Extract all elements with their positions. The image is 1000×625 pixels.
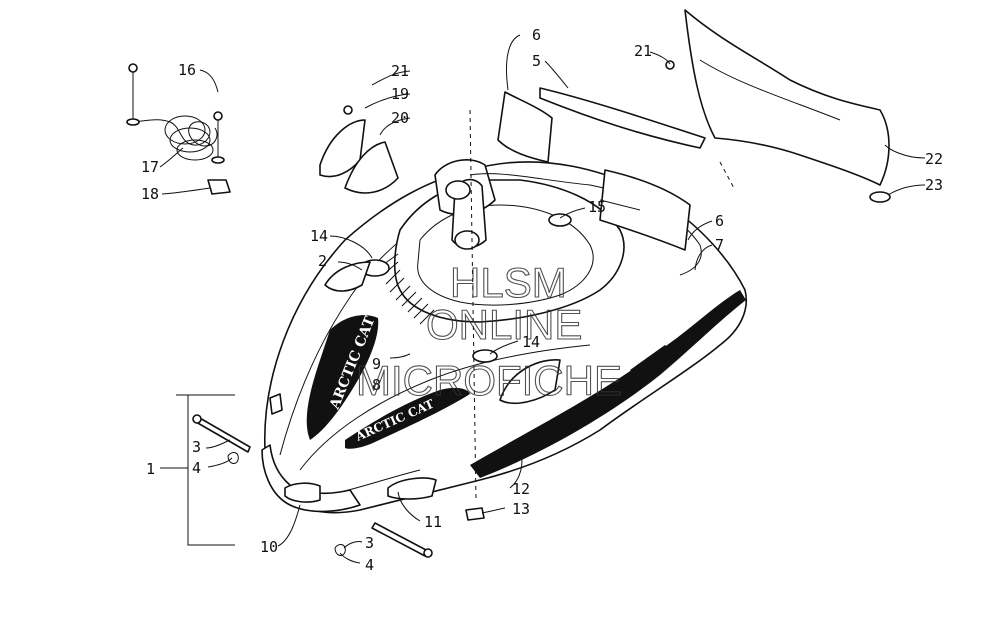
callout-22: 22 [925, 150, 943, 168]
callout-labels: 1 2 3 4 3 4 5 6 6 7 8 9 10 11 12 13 14 1… [141, 26, 943, 574]
washer [869, 191, 891, 203]
hinge-pins [192, 414, 433, 558]
callout-8: 8 [372, 376, 381, 394]
side-visor [319, 105, 399, 194]
vent-slats [383, 253, 435, 325]
callout-19: 19 [391, 85, 409, 103]
seal-strip [539, 87, 706, 149]
callout-4-lower: 4 [365, 556, 374, 574]
hood-spring-assembly [126, 63, 231, 195]
callout-3-lower: 3 [365, 534, 374, 552]
upper-decal-panel [497, 91, 553, 163]
callout-9: 9 [372, 355, 381, 373]
watermark: HLSM ONLINE MICROFICHE [355, 258, 622, 404]
callout-20: 20 [391, 109, 409, 127]
retainer-clip [465, 507, 485, 521]
leader-lines [159, 34, 926, 564]
callout-6-lower: 6 [715, 212, 724, 230]
windshield-screw [665, 60, 675, 70]
callout-18: 18 [141, 185, 159, 203]
callout-3-upper: 3 [192, 438, 201, 456]
lower-decal-panel [599, 169, 691, 251]
vent-oval-right [548, 213, 572, 227]
windshield [665, 9, 890, 186]
callout-7: 7 [715, 236, 724, 254]
callout-4-upper: 4 [192, 459, 201, 477]
callout-15: 15 [588, 198, 606, 216]
callout-14-left: 14 [310, 227, 328, 245]
callout-13: 13 [512, 500, 530, 518]
callout-5: 5 [532, 52, 541, 70]
callout-21-left: 21 [391, 62, 409, 80]
callout-12: 12 [512, 480, 530, 498]
callout-21-right: 21 [634, 42, 652, 60]
callout-6-upper: 6 [532, 26, 541, 44]
watermark-line-3: MICROFICHE [356, 357, 622, 404]
callout-10: 10 [260, 538, 278, 556]
side-decal-graphics [470, 290, 746, 478]
callout-11: 11 [424, 513, 442, 531]
spring-clip [207, 179, 231, 195]
callout-1: 1 [146, 460, 155, 478]
callout-14-center: 14 [522, 333, 540, 351]
callout-16: 16 [178, 61, 196, 79]
watermark-line-2: ONLINE [426, 301, 582, 348]
callout-17: 17 [141, 158, 159, 176]
watermark-line-1: HLSM [450, 259, 567, 306]
callout-2: 2 [318, 252, 327, 270]
callout-23: 23 [925, 176, 943, 194]
